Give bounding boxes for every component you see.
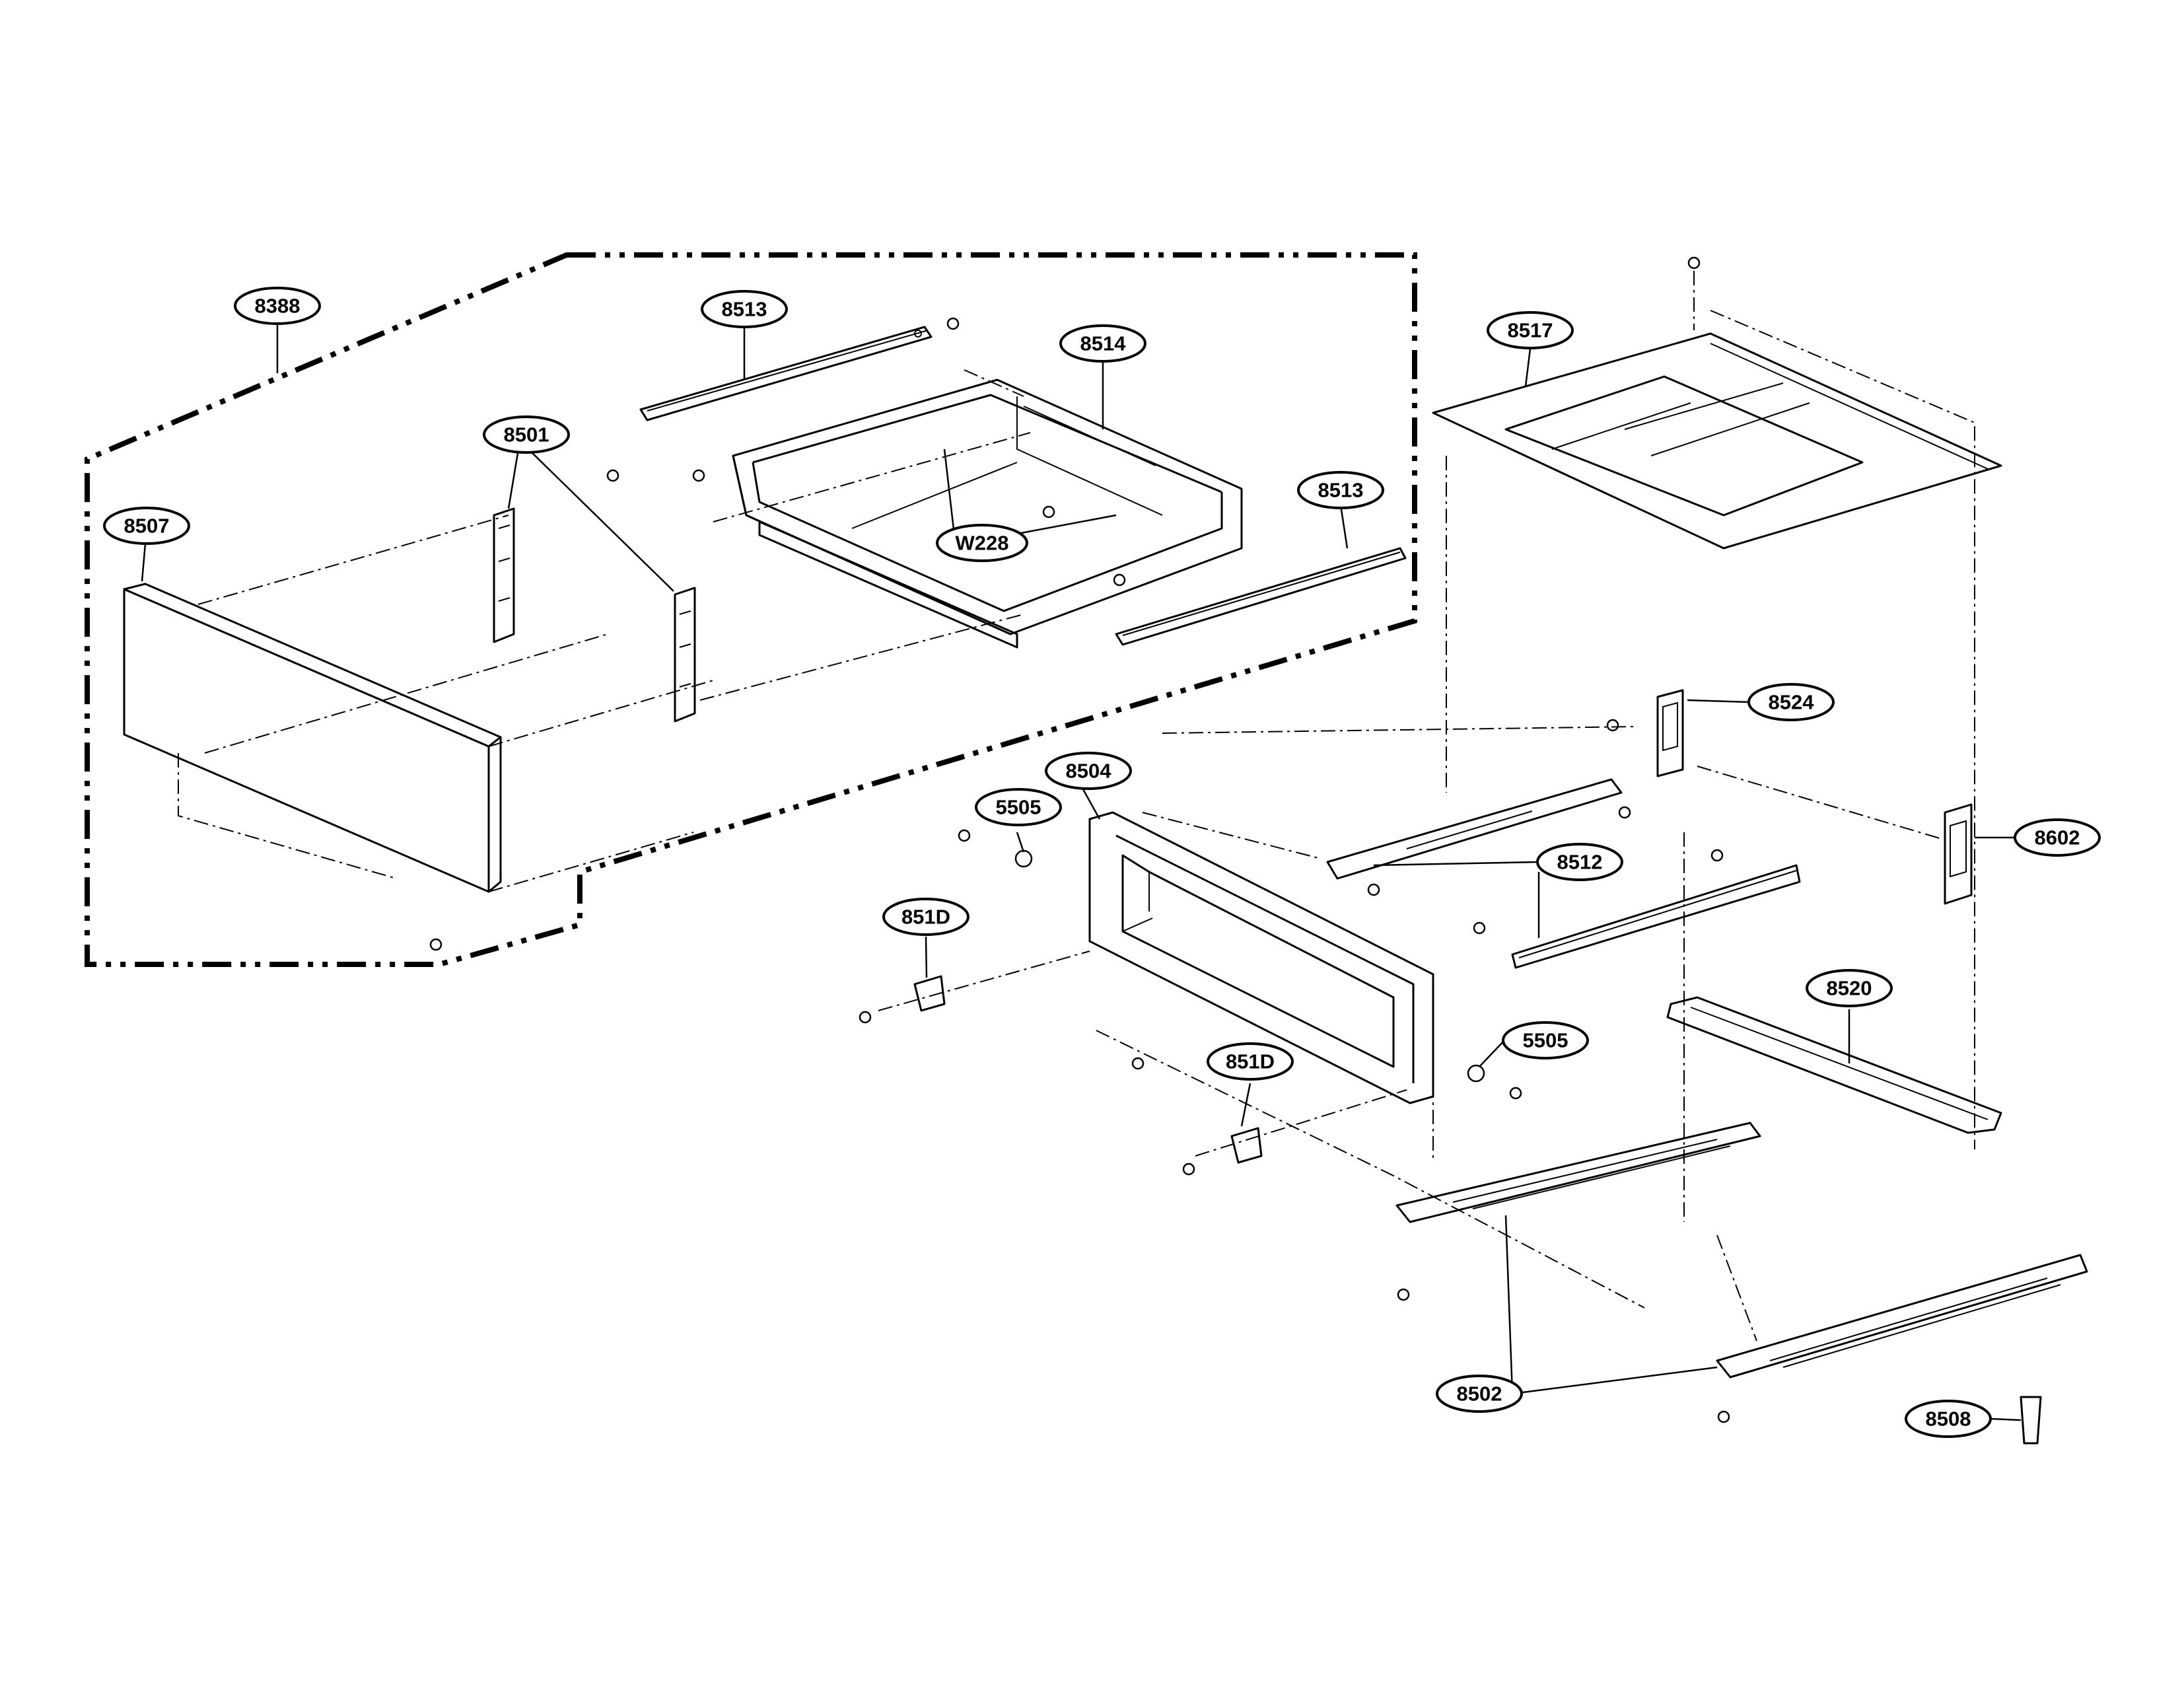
- callout-8513-right: 8513: [1297, 471, 1384, 509]
- hinge-upper: [913, 975, 946, 1012]
- svg-text:8501: 8501: [504, 423, 549, 447]
- callout-8512: 8512: [1536, 843, 1623, 881]
- callout-8514: 8514: [1059, 324, 1146, 363]
- callout-851D-lower: 851D: [1207, 1042, 1294, 1081]
- svg-text:8507: 8507: [124, 515, 170, 538]
- fasteners: [429, 256, 2042, 1445]
- callout-8501: 8501: [483, 415, 570, 454]
- center-channel: [1666, 996, 2002, 1134]
- drawer-slide-rails: [1326, 778, 1801, 969]
- drawer-assembly-boundary: [85, 252, 1417, 967]
- callout-8524: 8524: [1747, 683, 1835, 721]
- callout-851D-upper: 851D: [882, 898, 969, 936]
- svg-text:8520: 8520: [1827, 977, 1872, 1000]
- svg-text:8514: 8514: [1080, 332, 1127, 355]
- drawer-brackets: [493, 507, 696, 723]
- drawer-tub: [732, 378, 1243, 649]
- callout-8517: 8517: [1487, 311, 1574, 349]
- callout-8602: 8602: [2014, 818, 2101, 857]
- svg-text:8602: 8602: [2035, 826, 2080, 849]
- svg-text:851D: 851D: [901, 906, 950, 929]
- svg-text:W228: W228: [956, 532, 1009, 555]
- svg-text:8512: 8512: [1557, 851, 1603, 874]
- svg-text:851D: 851D: [1226, 1050, 1275, 1073]
- small-bracket-8524: [1656, 689, 1684, 777]
- callout-8520: 8520: [1806, 969, 1893, 1007]
- callout-W228: W228: [936, 524, 1028, 562]
- assembly-lines: [178, 271, 1975, 1342]
- svg-text:5505: 5505: [1523, 1029, 1568, 1052]
- callouts: 8388 8513 8514 8501 8507 W228 8513 8517: [103, 287, 2101, 1438]
- svg-text:5505: 5505: [996, 796, 1041, 819]
- leader-lines: [141, 324, 2022, 1421]
- svg-text:8517: 8517: [1508, 319, 1553, 342]
- svg-text:8504: 8504: [1066, 760, 1112, 783]
- callout-8513-upper: 8513: [701, 290, 788, 328]
- svg-text:8524: 8524: [1769, 691, 1815, 714]
- svg-text:8508: 8508: [1926, 1408, 1971, 1431]
- right-slide-rail: [1115, 547, 1407, 646]
- drawer-front-panel: [123, 583, 502, 893]
- callout-5505-upper: 5505: [975, 788, 1062, 826]
- svg-text:8513: 8513: [1318, 479, 1364, 502]
- callout-8504: 8504: [1045, 752, 1132, 790]
- callout-8507: 8507: [103, 507, 190, 545]
- callout-8508: 8508: [1905, 1400, 1992, 1438]
- callout-8502: 8502: [1436, 1375, 1523, 1413]
- callout-5505-lower: 5505: [1502, 1021, 1589, 1059]
- base-rails: [1395, 1122, 2088, 1379]
- svg-text:8513: 8513: [722, 298, 767, 321]
- small-bracket-8602: [1944, 803, 1973, 905]
- hinge-lower: [1230, 1127, 1263, 1164]
- svg-text:8388: 8388: [255, 295, 300, 318]
- upper-slide-rail: [639, 326, 933, 421]
- top-cover: [1432, 332, 2002, 550]
- svg-text:8502: 8502: [1457, 1382, 1502, 1406]
- callout-8388: 8388: [234, 287, 321, 325]
